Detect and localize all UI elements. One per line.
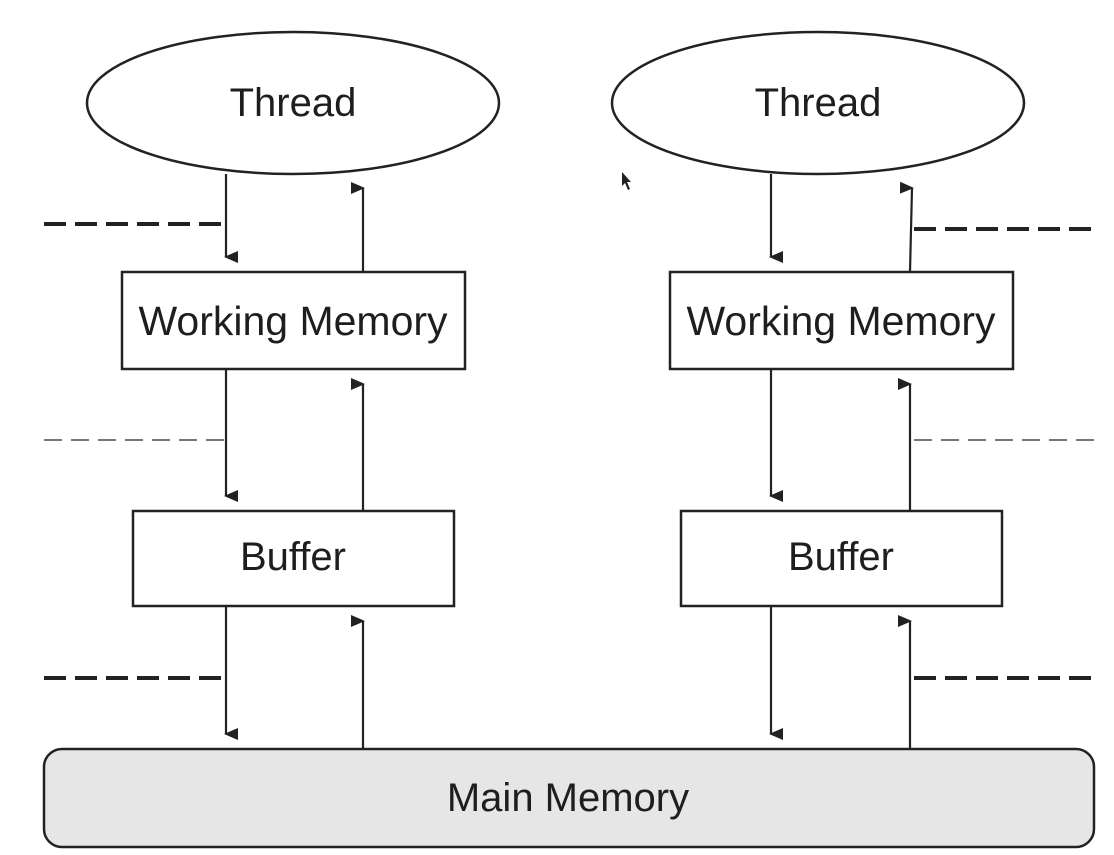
left-working-memory-box: Working Memory — [120, 270, 467, 371]
right-working-memory-to-thread-arrow — [899, 181, 914, 273]
left-working-memory-label: Working Memory — [138, 298, 448, 344]
right-buffer-label: Buffer — [788, 535, 894, 579]
main-memory-bar: Main Memory — [42, 747, 1096, 849]
left-buffer-label: Buffer — [240, 535, 346, 579]
left-thread-node: Thread — [85, 30, 501, 176]
right-thread-node: Thread — [610, 30, 1026, 176]
main-memory-label: Main Memory — [447, 776, 689, 820]
left-buffer-box: Buffer — [131, 509, 456, 608]
right-working-memory-box: Working Memory — [668, 270, 1015, 371]
left-thread-label: Thread — [230, 81, 357, 125]
right-working-memory-label: Working Memory — [686, 298, 996, 344]
right-thread-label: Thread — [755, 81, 882, 125]
right-buffer-box: Buffer — [679, 509, 1004, 608]
mouse-cursor-icon — [622, 172, 631, 190]
